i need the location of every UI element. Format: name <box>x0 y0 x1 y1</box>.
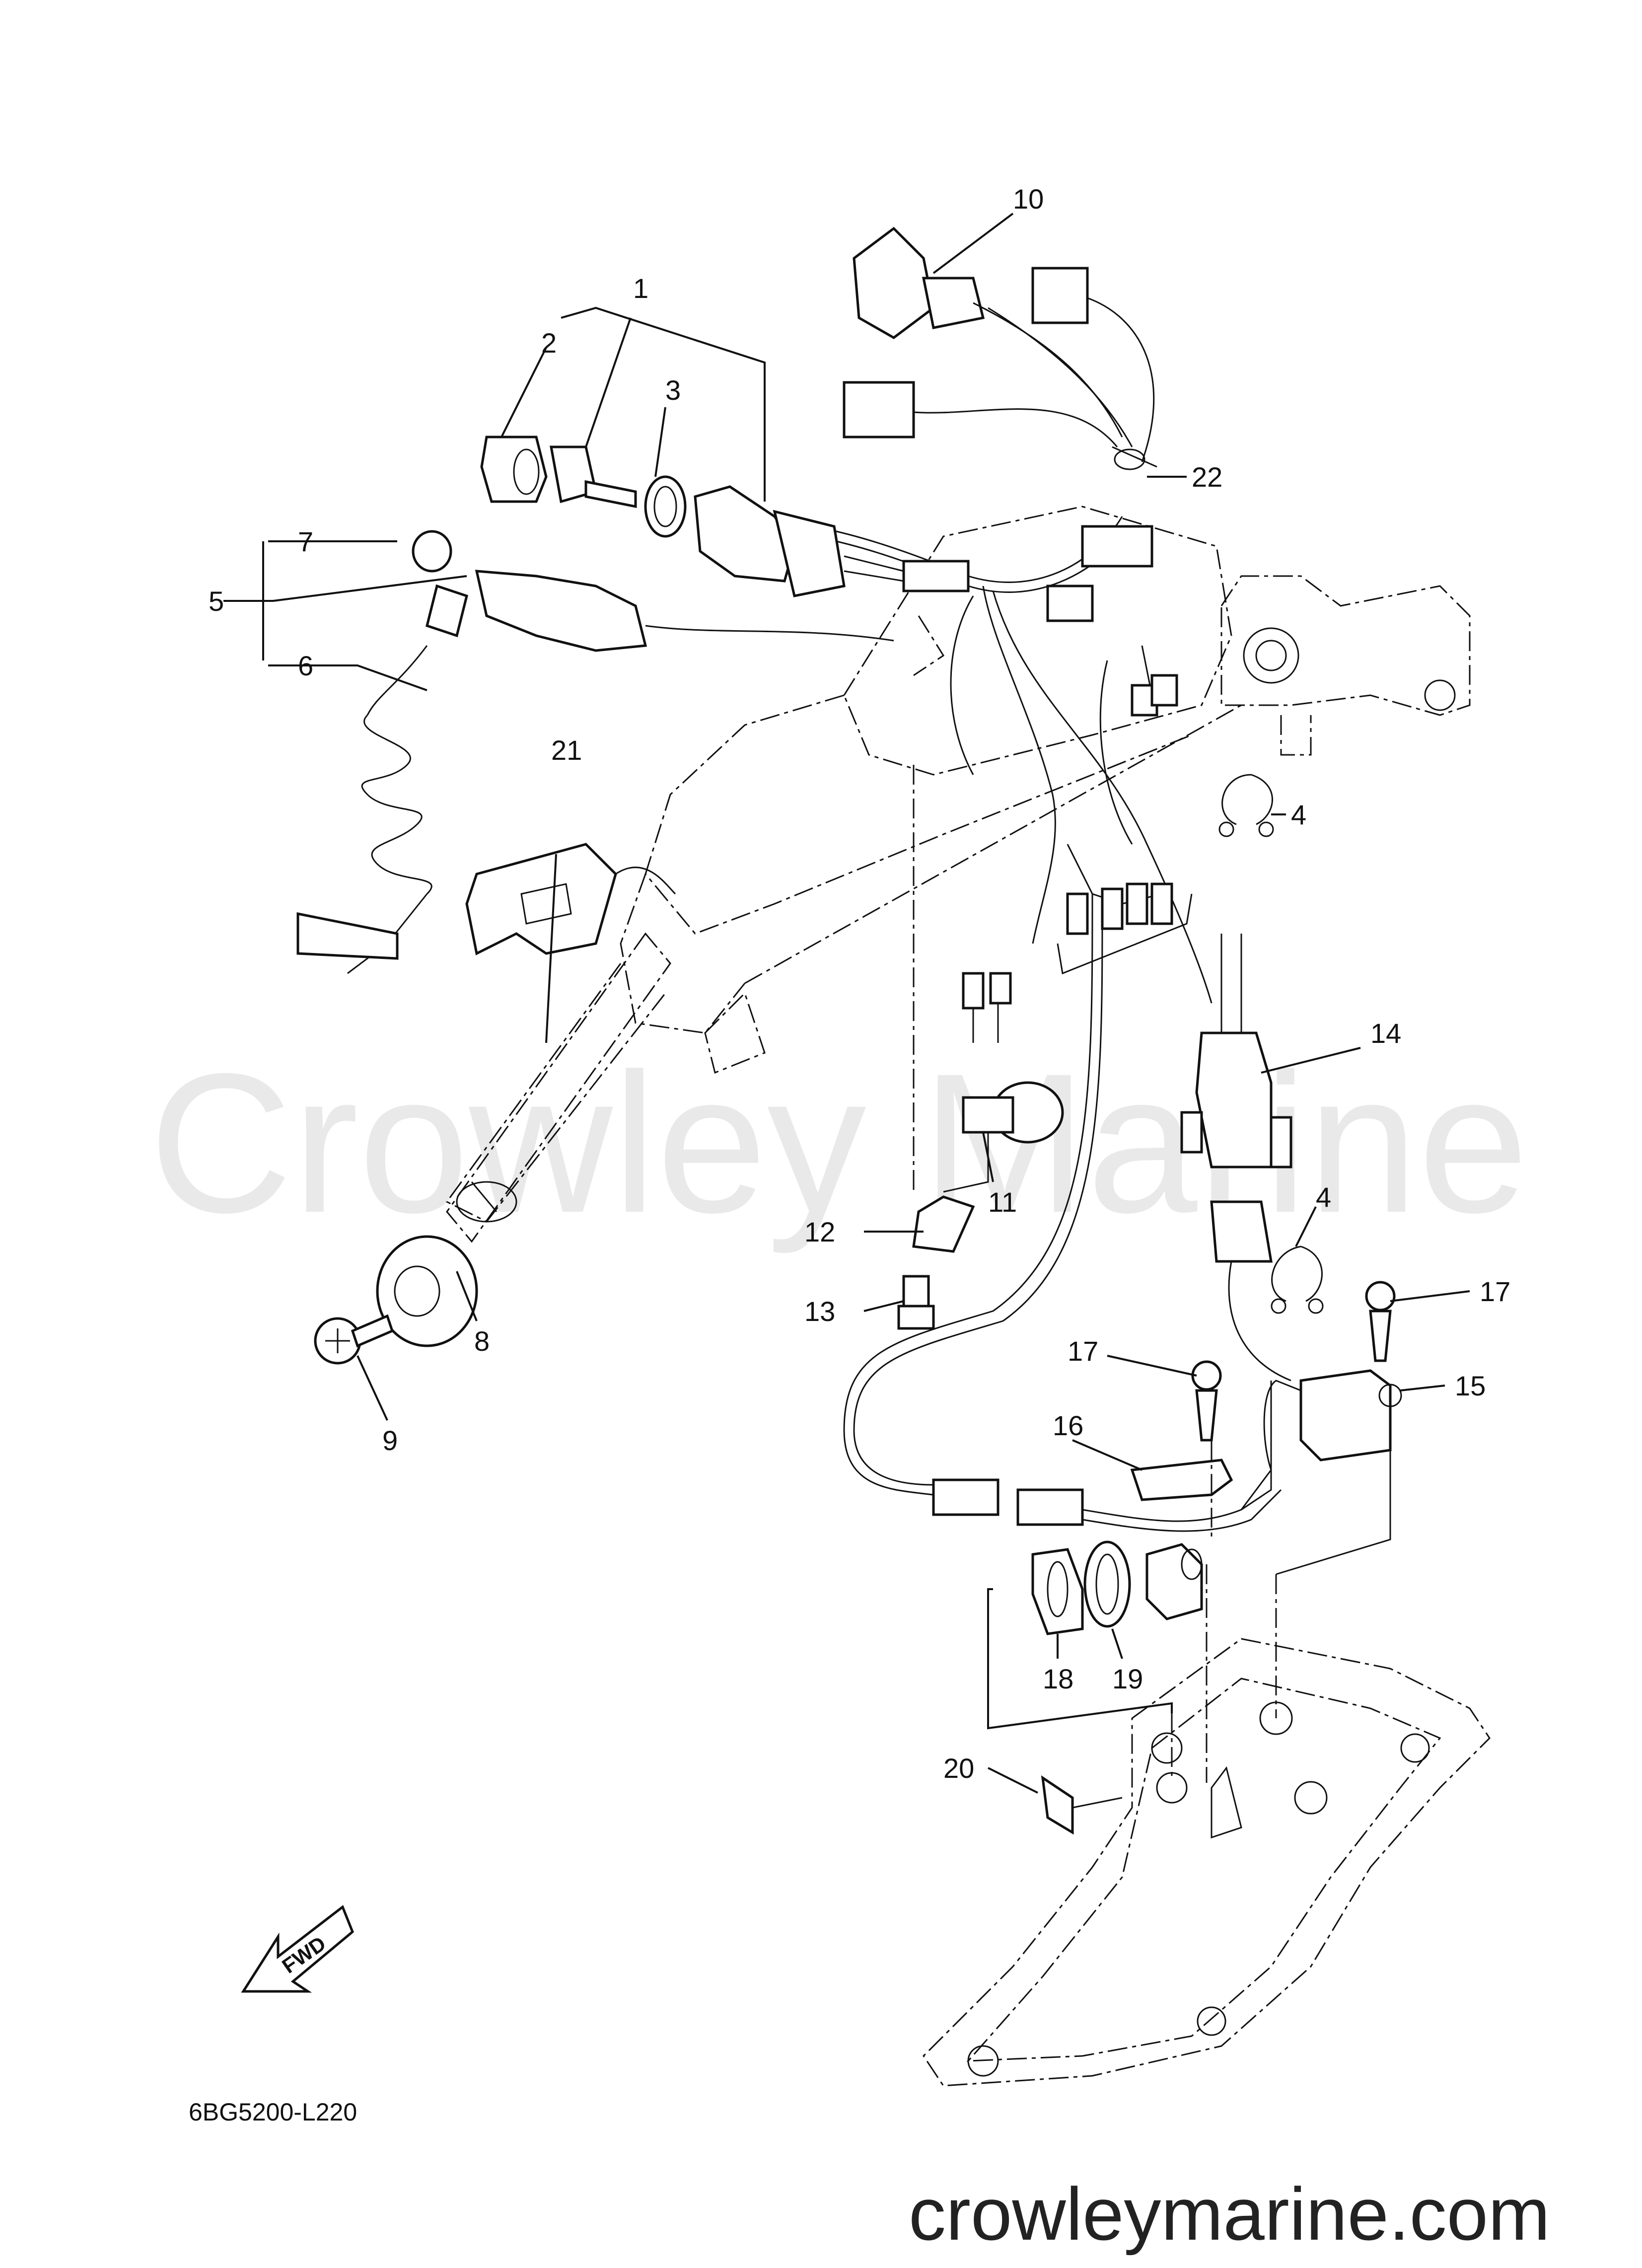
grommet-part <box>1145 1543 1203 1620</box>
drawing-code: 6BG5200-L220 <box>189 2098 357 2126</box>
tiller-housing <box>445 506 1242 1223</box>
callout-7: 7 <box>298 526 313 557</box>
part-15-relay-box <box>1240 1369 1402 1575</box>
part-9-screw <box>314 1314 394 1365</box>
part-6-lanyard <box>296 584 468 974</box>
main-switch-body <box>694 485 970 597</box>
part-21-friction-piece <box>465 843 676 955</box>
lower-harness <box>843 893 1282 1532</box>
callout-10: 10 <box>1013 183 1044 215</box>
part-18-bracket-line <box>987 1588 1173 1730</box>
callout-9: 9 <box>382 1425 398 1456</box>
throttle-grip <box>446 932 671 1243</box>
site-url: crowleymarine.com <box>909 2172 1550 2256</box>
callout-19: 19 <box>1112 1663 1143 1694</box>
part-19-grommet <box>1083 1540 1131 1628</box>
callout-17-right: 17 <box>1480 1276 1510 1307</box>
watermark-text: Crowley Marine <box>149 1032 1529 1255</box>
part-17-screw-left <box>1191 1360 1222 1442</box>
part-16-plate <box>1130 1440 1233 1539</box>
part-14-connector <box>1180 934 1292 1382</box>
part-10-harness-connector <box>843 226 1157 470</box>
tiller-bracket <box>1220 575 1471 756</box>
callout-labels: 1 2 3 4 4 5 6 7 8 9 10 11 12 13 14 15 16… <box>209 183 1510 1784</box>
callout-2: 2 <box>541 327 557 359</box>
callout-5: 5 <box>209 585 224 617</box>
callout-8: 8 <box>474 1325 490 1357</box>
callout-4-upper: 4 <box>1291 799 1306 830</box>
callout-4-lower: 4 <box>1316 1181 1331 1213</box>
part-1-key <box>550 445 637 509</box>
part-11-switch <box>943 972 1064 1193</box>
lower-cowling-pan <box>923 1638 1491 2087</box>
part-18-grommet <box>1031 1548 1084 1635</box>
part-12-bracket <box>912 1195 975 1253</box>
part-8-grip-cap <box>376 1235 478 1347</box>
callout-20: 20 <box>943 1753 974 1784</box>
callout-18: 18 <box>1043 1663 1073 1694</box>
part-7-stop-switch-cap <box>412 530 452 573</box>
part-13-bolt <box>897 1275 935 1330</box>
part-3-o-ring <box>644 475 687 538</box>
callout-13: 13 <box>804 1296 835 1327</box>
callout-22: 22 <box>1192 461 1222 493</box>
callout-1: 1 <box>633 273 648 304</box>
callout-15: 15 <box>1455 1370 1486 1401</box>
callout-14: 14 <box>1370 1018 1401 1049</box>
part-17-screw-right <box>1365 1281 1396 1362</box>
callout-21: 21 <box>551 734 582 766</box>
callout-6: 6 <box>298 650 313 681</box>
callout-12: 12 <box>804 1216 835 1247</box>
fwd-arrow-icon: FWD <box>241 1905 354 1993</box>
leader-lines <box>223 213 1470 1794</box>
part-5-stop-switch <box>475 570 894 652</box>
part-4-clip-upper <box>1218 774 1274 837</box>
callout-3: 3 <box>665 374 681 406</box>
callout-17-left: 17 <box>1068 1335 1098 1367</box>
callout-11: 11 <box>988 1186 1017 1218</box>
part-20-decal <box>1041 1775 1123 1835</box>
callout-16: 16 <box>1053 1410 1083 1441</box>
part-2-switch-cap <box>480 436 548 503</box>
part-4-clip-lower <box>1271 1245 1324 1314</box>
